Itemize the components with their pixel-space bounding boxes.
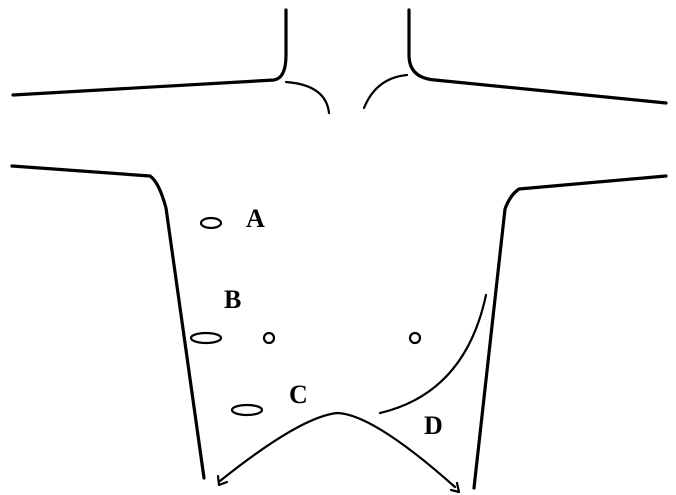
left-neck-shoulder-outline (13, 10, 286, 95)
ellipse-marker-c (232, 405, 262, 415)
label-a: A (246, 204, 265, 233)
curved-marking-d (380, 295, 486, 413)
ellipse-marker-b (191, 333, 221, 343)
ellipse-marker-a (201, 218, 221, 228)
right-neck-shoulder-outline (409, 10, 666, 103)
left-nipple-circle (264, 333, 274, 343)
label-d: D (424, 411, 443, 440)
label-b: B (224, 285, 241, 314)
label-c: C (289, 380, 308, 409)
right-nipple-circle (410, 333, 420, 343)
right-collarbone-arc (364, 75, 407, 108)
right-torso-outline (474, 176, 666, 488)
left-collarbone-arc (286, 82, 329, 113)
lower-abdomen-curve (220, 413, 455, 487)
left-torso-outline (12, 166, 204, 478)
